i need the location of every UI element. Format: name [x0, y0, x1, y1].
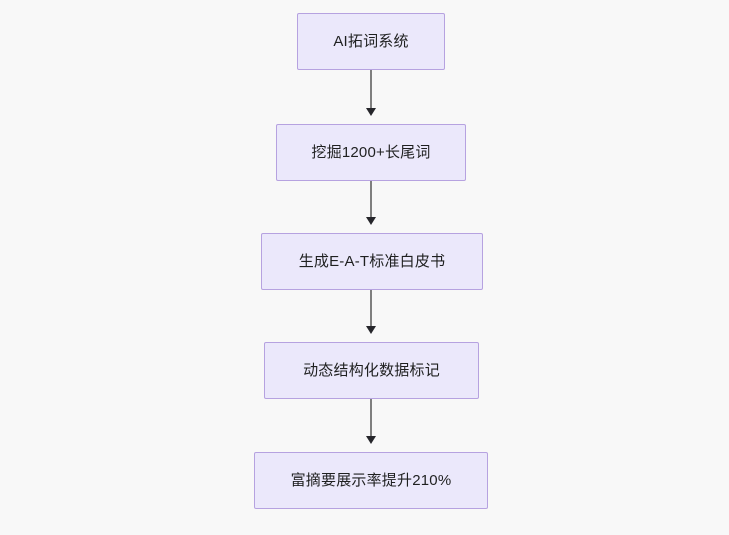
arrowhead-icon — [366, 108, 376, 116]
edge-line — [370, 399, 372, 437]
arrowhead-icon — [366, 326, 376, 334]
node-label: 动态结构化数据标记 — [303, 362, 440, 379]
flowchart-node-n2[interactable]: 挖掘1200+长尾词 — [276, 124, 466, 181]
edge-line — [370, 290, 372, 327]
flowchart-node-n5[interactable]: 富摘要展示率提升210% — [254, 452, 488, 509]
edge-line — [370, 181, 372, 218]
arrowhead-icon — [366, 436, 376, 444]
node-label: 富摘要展示率提升210% — [290, 472, 452, 489]
arrowhead-icon — [366, 217, 376, 225]
flowchart-node-n3[interactable]: 生成E-A-T标准白皮书 — [261, 233, 483, 290]
node-label: 挖掘1200+长尾词 — [311, 144, 431, 161]
node-label: 生成E-A-T标准白皮书 — [298, 253, 446, 270]
flowchart-node-n1[interactable]: AI拓词系统 — [297, 13, 445, 70]
edge-line — [370, 70, 372, 109]
flowchart-node-n4[interactable]: 动态结构化数据标记 — [264, 342, 479, 399]
node-label: AI拓词系统 — [333, 33, 409, 50]
